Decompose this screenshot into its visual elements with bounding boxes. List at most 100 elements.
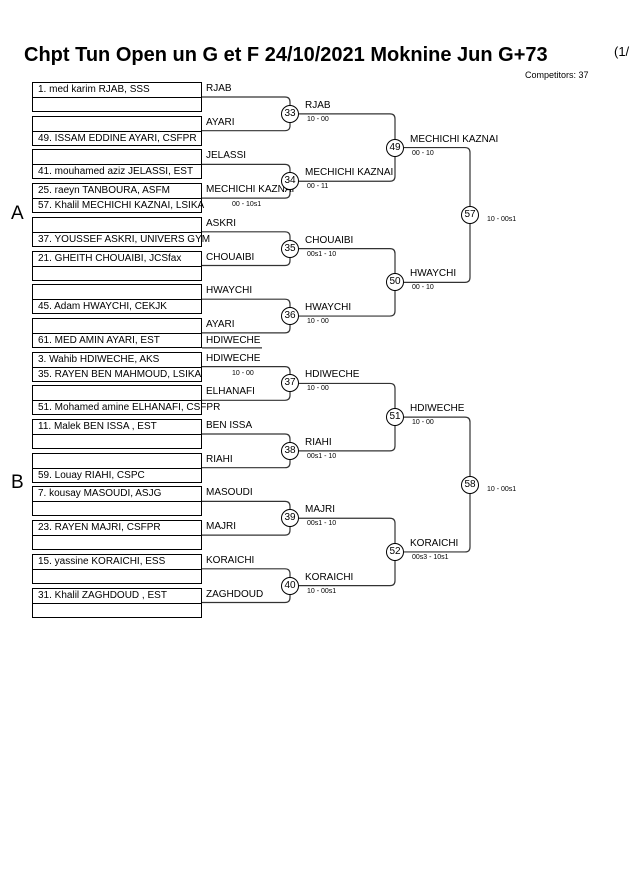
competitor-name: 51. Mohamed amine ELHANAFI, CSFPR — [38, 402, 221, 414]
competitor-box: 1. med karim RJAB, SSS — [32, 82, 202, 112]
competitor-name — [33, 117, 201, 132]
match-number-circle: 51 — [386, 408, 404, 427]
competitor-name — [33, 454, 201, 469]
page-number: (1/ — [614, 44, 630, 59]
match-winner: KORAICHI — [410, 537, 459, 549]
competitor-box: 41. mouhamed aziz JELASSI, EST — [32, 149, 202, 180]
match-number-circle: 40 — [281, 576, 299, 595]
competitor-box: 7. kousay MASOUDI, ASJG — [32, 486, 202, 517]
match-score: 10 - 00 — [307, 115, 329, 123]
match-score: 10 - 00s1 — [487, 485, 517, 493]
bracket-entry-label: KORAICHI — [206, 554, 255, 566]
competitor-name: 15. yassine KORAICHI, ESS — [33, 555, 201, 570]
bracket-entry-label: MASOUDI — [206, 487, 253, 499]
match-score: 00s1 - 10 — [307, 520, 337, 528]
competitor-name: 31. Khalil ZAGHDOUD , EST — [33, 589, 201, 604]
match-winner: HDIWECHE — [305, 369, 360, 381]
competitor-name — [33, 604, 201, 618]
competitor-box: 51. Mohamed amine ELHANAFI, CSFPR — [32, 385, 221, 416]
match-number-circle: 34 — [281, 172, 299, 191]
match-winner: HDIWECHE — [410, 403, 465, 415]
competitor-name — [33, 218, 201, 233]
competitor-name: 61. MED AMIN AYARI, EST — [38, 334, 160, 346]
bracket-entry-label: AYARI — [206, 318, 235, 330]
bracket-entry-label: ELHANAFI — [206, 386, 255, 398]
competitor-name: 11. Malek BEN ISSA , EST — [33, 420, 201, 435]
pool-label-a: A — [11, 203, 24, 224]
bracket-entry-label: HDIWECHE — [206, 334, 261, 346]
page-title: Chpt Tun Open un G et F 24/10/2021 Mokni… — [24, 44, 548, 66]
match-winner: HWAYCHI — [305, 302, 352, 314]
competitor-name: 57. Khalil MECHICHI KAZNAI, LSIKA — [38, 200, 205, 212]
competitor-name — [33, 150, 201, 166]
match-score: 10 - 00 — [307, 385, 329, 393]
match-winner: HWAYCHI — [410, 268, 457, 280]
competitor-box: 59. Louay RIAHI, CSPC — [32, 452, 202, 483]
competitor-name: 37. YOUSSEF ASKRI, UNIVERS GYM — [38, 233, 211, 245]
competitor-name — [33, 267, 201, 281]
competitor-name — [33, 386, 201, 402]
match-score: 10 - 00s1 — [487, 215, 517, 223]
bracket-entry-label: ASKRI — [206, 217, 237, 229]
match-winner: MECHICHI KAZNAI — [305, 167, 394, 179]
bracket-entry-label: HWAYCHI — [206, 285, 253, 297]
competitor-name — [33, 502, 201, 516]
match-winner: MECHICHI KAZNAI — [410, 133, 499, 145]
bracket-entry-label: RIAHI — [206, 453, 233, 465]
competitor-box: 61. MED AMIN AYARI, EST — [32, 317, 202, 348]
match-number-circle: 35 — [281, 239, 299, 258]
match-score: 00 - 10 — [412, 284, 434, 292]
competitor-box: 31. Khalil ZAGHDOUD , EST — [32, 587, 202, 618]
score-note: 10 - 00 — [232, 369, 254, 377]
match-number-circle: 49 — [386, 138, 404, 157]
competitor-box: 11. Malek BEN ISSA , EST — [32, 419, 202, 449]
competitor-name — [33, 570, 201, 584]
competitor-box: 45. Adam HWAYCHI, CEKJK — [32, 284, 202, 315]
match-number-circle: 39 — [281, 509, 299, 528]
competitor-box: 49. ISSAM EDDINE AYARI, CSFPR — [32, 115, 202, 146]
match-number-circle: 33 — [281, 104, 299, 123]
bracket-entry-label: MECHICHI KAZNAI — [206, 184, 295, 196]
match-score: 00s1 - 10 — [307, 250, 337, 258]
match-score: 10 - 00s1 — [307, 587, 337, 595]
competitor-name: 25. raeyn TANBOURA, ASFM — [33, 184, 201, 200]
competitor-name: 59. Louay RIAHI, CSPC — [38, 469, 145, 481]
match-winner: RIAHI — [305, 436, 332, 448]
competitor-box: 37. YOUSSEF ASKRI, UNIVERS GYM — [32, 216, 211, 247]
match-number-circle: 50 — [386, 273, 404, 292]
competitor-name — [33, 536, 201, 550]
match-winner: RJAB — [305, 99, 331, 111]
competitor-name — [33, 435, 201, 449]
match-number-circle: 57 — [461, 205, 479, 224]
bracket-entry-label: HDIWECHE — [206, 352, 261, 364]
competitor-name — [33, 285, 201, 301]
score-note: 00 - 10s1 — [232, 201, 262, 209]
bracket-entry-label: MAJRI — [206, 521, 236, 533]
bracket-entry-label: AYARI — [206, 116, 235, 128]
competitor-box: 15. yassine KORAICHI, ESS — [32, 553, 202, 584]
competitor-name: 41. mouhamed aziz JELASSI, EST — [38, 166, 194, 178]
competitor-name: 35. RAYEN BEN MAHMOUD, LSIKA — [38, 368, 202, 380]
bracket-entry-label: BEN ISSA — [206, 420, 253, 431]
competitor-name: 7. kousay MASOUDI, ASJG — [33, 487, 201, 503]
competitor-name: 3. Wahib HDIWECHE, AKS — [33, 353, 201, 368]
competitors-count: Competitors: 37 — [525, 70, 589, 80]
match-score: 10 - 00 — [412, 419, 434, 427]
match-number-circle: 38 — [281, 441, 299, 460]
competitor-name — [33, 98, 201, 112]
competitor-name: 1. med karim RJAB, SSS — [33, 83, 201, 98]
match-number-circle: 58 — [461, 475, 479, 494]
bracket-entry-label: RJAB — [206, 83, 232, 94]
match-winner: MAJRI — [305, 504, 335, 516]
match-winner: CHOUAIBI — [305, 234, 354, 246]
bracket-entry-label: ZAGHDOUD — [206, 588, 264, 600]
match-score: 10 - 00 — [307, 318, 329, 326]
competitor-name: 49. ISSAM EDDINE AYARI, CSFPR — [38, 132, 197, 144]
match-score: 00 - 10 — [412, 149, 434, 157]
bracket-entry-label: JELASSI — [206, 150, 247, 162]
match-score: 00 - 11 — [307, 183, 329, 191]
competitor-box: 23. RAYEN MAJRI, CSFPR — [32, 520, 202, 551]
match-winner: KORAICHI — [305, 571, 354, 583]
